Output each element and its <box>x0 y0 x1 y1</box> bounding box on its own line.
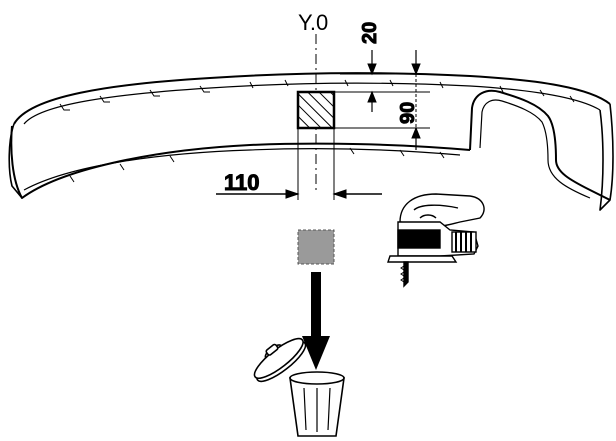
clip-tabs <box>59 79 575 183</box>
dimension-top-offset: 20 <box>334 21 430 112</box>
bumper-outline <box>8 72 614 211</box>
dimension-90-label: 90 <box>397 102 419 124</box>
hatched-cutout <box>296 90 336 130</box>
removed-piece <box>297 229 335 265</box>
dimension-110-label: 110 <box>224 170 260 195</box>
y0-axis-label: Y.0 <box>298 10 328 35</box>
dimension-width: 110 <box>216 128 382 200</box>
jigsaw-icon <box>387 193 485 288</box>
down-arrow-icon <box>302 272 330 370</box>
dimension-height: 90 <box>334 50 430 150</box>
trash-bin-icon <box>253 337 345 437</box>
y0-centerline: Y.0 <box>298 10 328 190</box>
dimension-20-label: 20 <box>359 22 381 44</box>
